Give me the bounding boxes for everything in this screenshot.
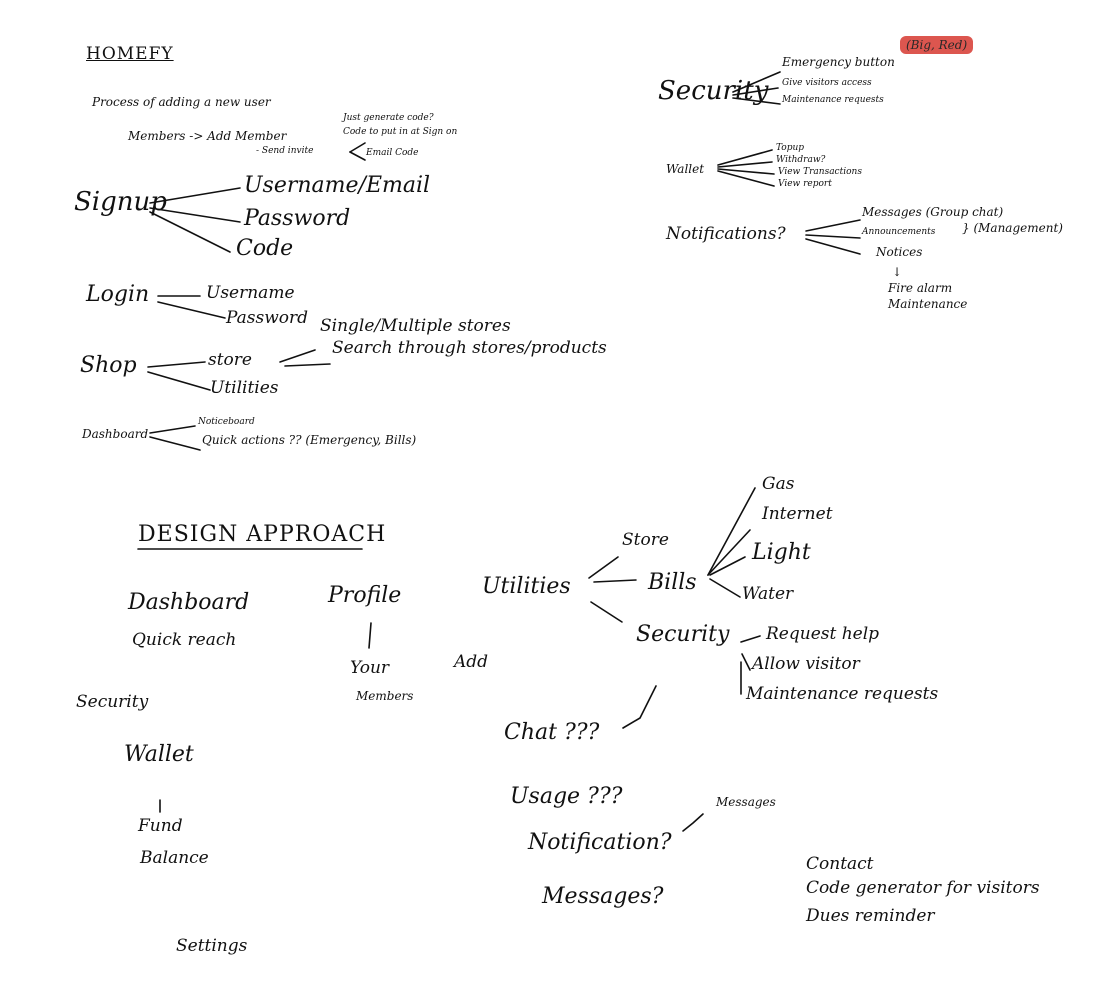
utilities-bills: Bills <box>648 570 697 595</box>
big-red-highlight: (Big, Red) <box>900 36 974 54</box>
design-wallet: Wallet <box>124 742 194 767</box>
security-maintenance: Maintenance requests <box>782 95 884 105</box>
utilities-store: Store <box>622 530 669 550</box>
wallet-transactions: View Transactions <box>778 167 862 177</box>
store-single-multiple: Single/Multiple stores <box>320 316 511 336</box>
design-quick-reach: Quick reach <box>132 630 237 650</box>
security-heading: Security <box>658 76 769 106</box>
profile-add: Add <box>454 652 489 672</box>
notice-fire-alarm: Fire alarm <box>888 281 953 295</box>
security-request-help: Request help <box>766 624 880 644</box>
design-chat: Chat ??? <box>504 720 600 745</box>
notif-announcements: Announcements <box>862 227 936 237</box>
dashboard-heading: Dashboard <box>82 427 149 441</box>
security-visitors: Give visitors access <box>782 78 872 88</box>
design-dashboard: Dashboard <box>128 590 250 615</box>
design-notification: Notification? <box>528 830 672 855</box>
design-balance: Balance <box>140 848 209 868</box>
bill-light: Light <box>752 540 811 565</box>
members-flow: Members -> Add Member <box>128 129 287 143</box>
utilities-security: Security <box>636 622 730 647</box>
shop-heading: Shop <box>80 353 137 378</box>
design-profile: Profile <box>328 583 402 608</box>
extra-dues-reminder: Dues reminder <box>806 906 935 926</box>
bill-gas: Gas <box>762 474 795 494</box>
process-note: Process of adding a new user <box>92 95 271 109</box>
security-emergency: Emergency button <box>782 55 895 69</box>
security-allow-visitor: Allow visitor <box>752 654 860 674</box>
design-utilities: Utilities <box>482 574 571 599</box>
design-approach-title: DESIGN APPROACH <box>138 522 387 547</box>
bill-water: Water <box>742 584 794 604</box>
dashboard-quick-actions: Quick actions ?? (Emergency, Bills) <box>202 433 417 447</box>
design-usage: Usage ??? <box>510 784 623 809</box>
signup-username: Username/Email <box>244 173 431 198</box>
wallet-withdraw: Withdraw? <box>776 155 826 165</box>
notice-maintenance: Maintenance <box>888 297 968 311</box>
design-settings: Settings <box>176 936 248 956</box>
shop-utilities: Utilities <box>210 378 279 398</box>
profile-your: Your <box>350 658 390 678</box>
send-invite-note: - Send invite <box>256 146 314 156</box>
signup-code: Code <box>236 236 294 261</box>
notices-arrow-icon: ↓ <box>892 265 903 279</box>
homefy-title: HOMEFY <box>86 44 174 64</box>
notif-management: } (Management) <box>962 221 1063 235</box>
notifications-heading: Notifications? <box>666 224 786 244</box>
notif-messages: Messages (Group chat) <box>862 205 1004 219</box>
extra-code-generator: Code generator for visitors <box>806 878 1040 898</box>
code-put-note: Code to put in at Sign on <box>343 127 458 137</box>
design-fund: Fund <box>138 816 183 836</box>
just-generate-note: Just generate code? <box>343 113 434 123</box>
design-security: Security <box>76 692 149 712</box>
signup-heading: Signup <box>74 187 167 217</box>
notif-notices: Notices <box>876 245 923 259</box>
dashboard-noticeboard: Noticeboard <box>198 417 255 427</box>
email-code-note: Email Code <box>366 148 419 158</box>
bill-internet: Internet <box>762 504 833 524</box>
wallet-topup: Topup <box>776 143 805 153</box>
notification-messages-note: Messages <box>716 795 776 809</box>
login-password: Password <box>226 308 309 328</box>
wallet-heading: Wallet <box>666 162 705 176</box>
security-maintenance-requests: Maintenance requests <box>746 684 939 704</box>
wallet-report: View report <box>778 179 832 189</box>
login-username: Username <box>206 283 295 303</box>
profile-members: Members <box>356 689 414 703</box>
design-messages: Messages? <box>542 884 664 909</box>
extra-contact: Contact <box>806 854 874 874</box>
login-heading: Login <box>86 282 150 307</box>
store-search: Search through stores/products <box>332 338 607 358</box>
shop-store: store <box>208 350 252 370</box>
signup-password: Password <box>244 206 351 231</box>
